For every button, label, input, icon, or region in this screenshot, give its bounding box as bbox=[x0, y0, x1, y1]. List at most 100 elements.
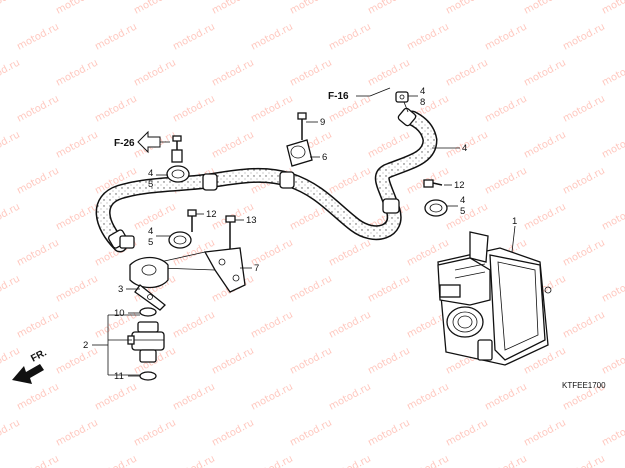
ref-f16-label[interactable]: F-16 bbox=[328, 91, 349, 102]
watermark-text: motod.ru bbox=[600, 0, 625, 17]
watermark-text: motod.ru bbox=[288, 417, 334, 448]
callout-labels: 1 2 3 4 5 4 5 4 8 4 4 5 6 7 9 10 11 12 1… bbox=[83, 86, 517, 382]
callout-12a: 12 bbox=[206, 209, 217, 220]
watermark-text: motod.ru bbox=[366, 417, 412, 448]
watermark-text: motod.ru bbox=[288, 0, 334, 17]
watermark-text: motod.ru bbox=[561, 93, 607, 124]
watermark-text: motod.ru bbox=[366, 129, 412, 160]
callout-7: 7 bbox=[254, 263, 259, 274]
watermark-text: motod.ru bbox=[444, 0, 490, 17]
fuel-line-connector bbox=[395, 91, 409, 113]
watermark-text: motod.ru bbox=[600, 417, 625, 448]
watermark-text: motod.ru bbox=[132, 201, 178, 232]
callout-leaders bbox=[92, 95, 516, 377]
callout-12b: 12 bbox=[454, 180, 465, 191]
watermark-text: motod.ru bbox=[483, 165, 529, 196]
watermark-text: motod.ru bbox=[171, 381, 217, 412]
watermark-text: motod.ru bbox=[15, 21, 61, 52]
watermark-text: motod.ru bbox=[327, 453, 373, 468]
watermark-text: motod.ru bbox=[15, 309, 61, 340]
front-direction-label: FR. bbox=[29, 347, 49, 364]
watermark-text: motod.ru bbox=[561, 21, 607, 52]
watermark-text: motod.ru bbox=[0, 273, 22, 304]
watermark-text: motod.ru bbox=[54, 345, 100, 376]
watermark-text: motod.ru bbox=[483, 453, 529, 468]
watermark-text: motod.ru bbox=[15, 93, 61, 124]
callout-1: 1 bbox=[512, 216, 517, 227]
watermark-text: motod.ru bbox=[93, 381, 139, 412]
watermark-text: motod.ru bbox=[327, 237, 373, 268]
watermark-text: motod.ru bbox=[561, 165, 607, 196]
watermark-text: motod.ru bbox=[132, 0, 178, 17]
watermark-text: motod.ru bbox=[288, 57, 334, 88]
callout-4c: 4 bbox=[420, 86, 425, 97]
watermark-text: motod.ru bbox=[522, 0, 568, 17]
watermark-text: motod.ru bbox=[483, 21, 529, 52]
watermark-text: motod.ru bbox=[249, 381, 295, 412]
watermark-text: motod.ru bbox=[561, 309, 607, 340]
watermark-text: motod.ru bbox=[0, 57, 22, 88]
callout-5b: 5 bbox=[148, 237, 153, 248]
watermark-text: motod.ru bbox=[366, 57, 412, 88]
watermark-text: motod.ru bbox=[210, 129, 256, 160]
watermark-text: motod.ru bbox=[0, 201, 22, 232]
watermark-text: motod.ru bbox=[366, 345, 412, 376]
diagram-code: KTFEE1700 bbox=[562, 381, 606, 390]
hose-clamp-middle bbox=[168, 231, 192, 249]
callout-4a: 4 bbox=[148, 168, 153, 179]
hose-ferrule bbox=[279, 171, 295, 189]
watermark-text: motod.ru bbox=[522, 129, 568, 160]
watermark-text: motod.ru bbox=[132, 57, 178, 88]
callout-10: 10 bbox=[114, 308, 125, 319]
injector-joint bbox=[129, 256, 169, 311]
watermark-text: motod.ru bbox=[210, 345, 256, 376]
watermark-text: motod.ru bbox=[483, 381, 529, 412]
watermark-text: motod.ru bbox=[15, 453, 61, 468]
watermark-text: motod.ru bbox=[561, 453, 607, 468]
callout-2: 2 bbox=[83, 340, 88, 351]
watermark-text: motod.ru bbox=[210, 0, 256, 17]
callout-5a: 5 bbox=[148, 179, 153, 190]
bolt-12-left bbox=[187, 209, 197, 232]
watermark-text: motod.ru bbox=[444, 57, 490, 88]
rubber-mount bbox=[286, 112, 313, 167]
watermark-text: motod.ru bbox=[600, 345, 625, 376]
callout-6: 6 bbox=[322, 152, 327, 163]
seal-ring-11 bbox=[139, 371, 157, 381]
watermark-text: motod.ru bbox=[405, 381, 451, 412]
watermark-text: motod.ru bbox=[522, 57, 568, 88]
watermark-text: motod.ru bbox=[249, 309, 295, 340]
throttle-body bbox=[437, 231, 552, 366]
watermark-text: motod.ru bbox=[600, 57, 625, 88]
watermark-text: motod.ru bbox=[327, 21, 373, 52]
ref-f26-label[interactable]: F-26 bbox=[114, 138, 135, 149]
watermark-text: motod.ru bbox=[0, 417, 22, 448]
watermark-text: motod.ru bbox=[405, 21, 451, 52]
watermark-text: motod.ru bbox=[405, 453, 451, 468]
watermark-text: motod.ru bbox=[54, 0, 100, 17]
watermark-text: motod.ru bbox=[54, 129, 100, 160]
callout-5e: 5 bbox=[460, 206, 465, 217]
watermark-text: motod.ru bbox=[0, 345, 22, 376]
bolt-13 bbox=[225, 215, 236, 250]
watermark-text: motod.ru bbox=[132, 417, 178, 448]
watermark-text: motod.ru bbox=[54, 57, 100, 88]
watermark-text: motod.ru bbox=[0, 0, 22, 17]
injector-bracket bbox=[159, 247, 246, 293]
watermark-text: motod.ru bbox=[327, 165, 373, 196]
watermark-text: motod.ru bbox=[15, 237, 61, 268]
callout-4e: 4 bbox=[460, 195, 465, 206]
watermark-text: motod.ru bbox=[561, 237, 607, 268]
watermark-text: motod.ru bbox=[93, 453, 139, 468]
fuel-injector bbox=[127, 307, 165, 381]
watermark-text: motod.ru bbox=[327, 309, 373, 340]
ref-f26-arrow[interactable] bbox=[137, 130, 170, 154]
watermark-text: motod.ru bbox=[600, 273, 625, 304]
watermark-text: motod.ru bbox=[444, 417, 490, 448]
callout-3: 3 bbox=[118, 284, 123, 295]
watermark-text: motod.ru bbox=[15, 381, 61, 412]
watermark-text: motod.ru bbox=[366, 273, 412, 304]
watermark-text: motod.ru bbox=[210, 57, 256, 88]
callout-8: 8 bbox=[420, 97, 425, 108]
